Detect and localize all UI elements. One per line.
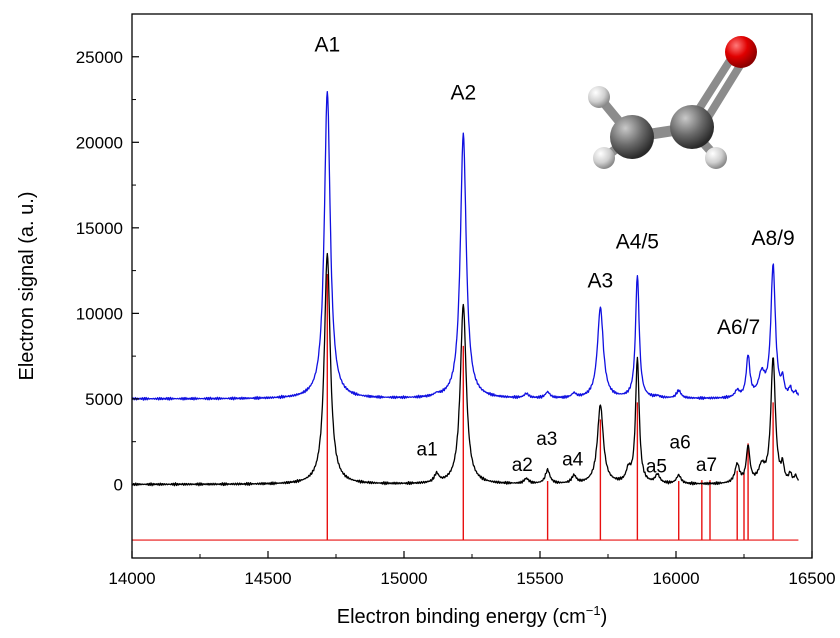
x-axis: 14000 14500 15000 15500 16000 16500 <box>108 551 836 588</box>
y-tick-label: 5000 <box>85 390 123 409</box>
peak-label: A4/5 <box>616 230 659 253</box>
y-axis-title: Electron signal (a. u.) <box>16 192 38 381</box>
x-tick-label: 15500 <box>516 569 563 588</box>
y-tick-label: 25000 <box>76 48 123 67</box>
x-tick-label: 15000 <box>380 569 427 588</box>
stick-spectrum <box>132 274 799 541</box>
peak-label: A6/7 <box>717 316 760 339</box>
x-tick-label: 16000 <box>652 569 699 588</box>
x-tick-label: 14000 <box>108 569 155 588</box>
peak-label: a6 <box>670 433 691 454</box>
y-tick-label: 15000 <box>76 219 123 238</box>
series-line-blue <box>131 90 800 401</box>
molecule-icon <box>588 36 757 169</box>
x-tick-label: 14500 <box>244 569 291 588</box>
peak-label: A2 <box>450 82 476 105</box>
series-line-black <box>131 252 800 487</box>
y-tick-label: 10000 <box>76 304 123 323</box>
peak-label: A8/9 <box>752 227 795 250</box>
y-tick-label: 0 <box>114 475 123 494</box>
y-axis: 0 5000 10000 15000 20000 25000 <box>76 48 139 494</box>
series-group <box>131 90 800 487</box>
peak-label: a1 <box>417 439 438 460</box>
peak-label: A1 <box>314 34 340 57</box>
peak-label: a5 <box>646 456 667 477</box>
peak-label: a4 <box>562 450 584 471</box>
peak-label: A3 <box>588 270 614 293</box>
x-axis-title: Electron binding energy (cm−1) <box>337 603 608 628</box>
peak-label: a2 <box>512 455 533 476</box>
peak-label: a3 <box>536 429 557 450</box>
peak-label: a7 <box>696 455 717 476</box>
x-tick-label: 16500 <box>788 569 835 588</box>
y-tick-label: 20000 <box>76 133 123 152</box>
